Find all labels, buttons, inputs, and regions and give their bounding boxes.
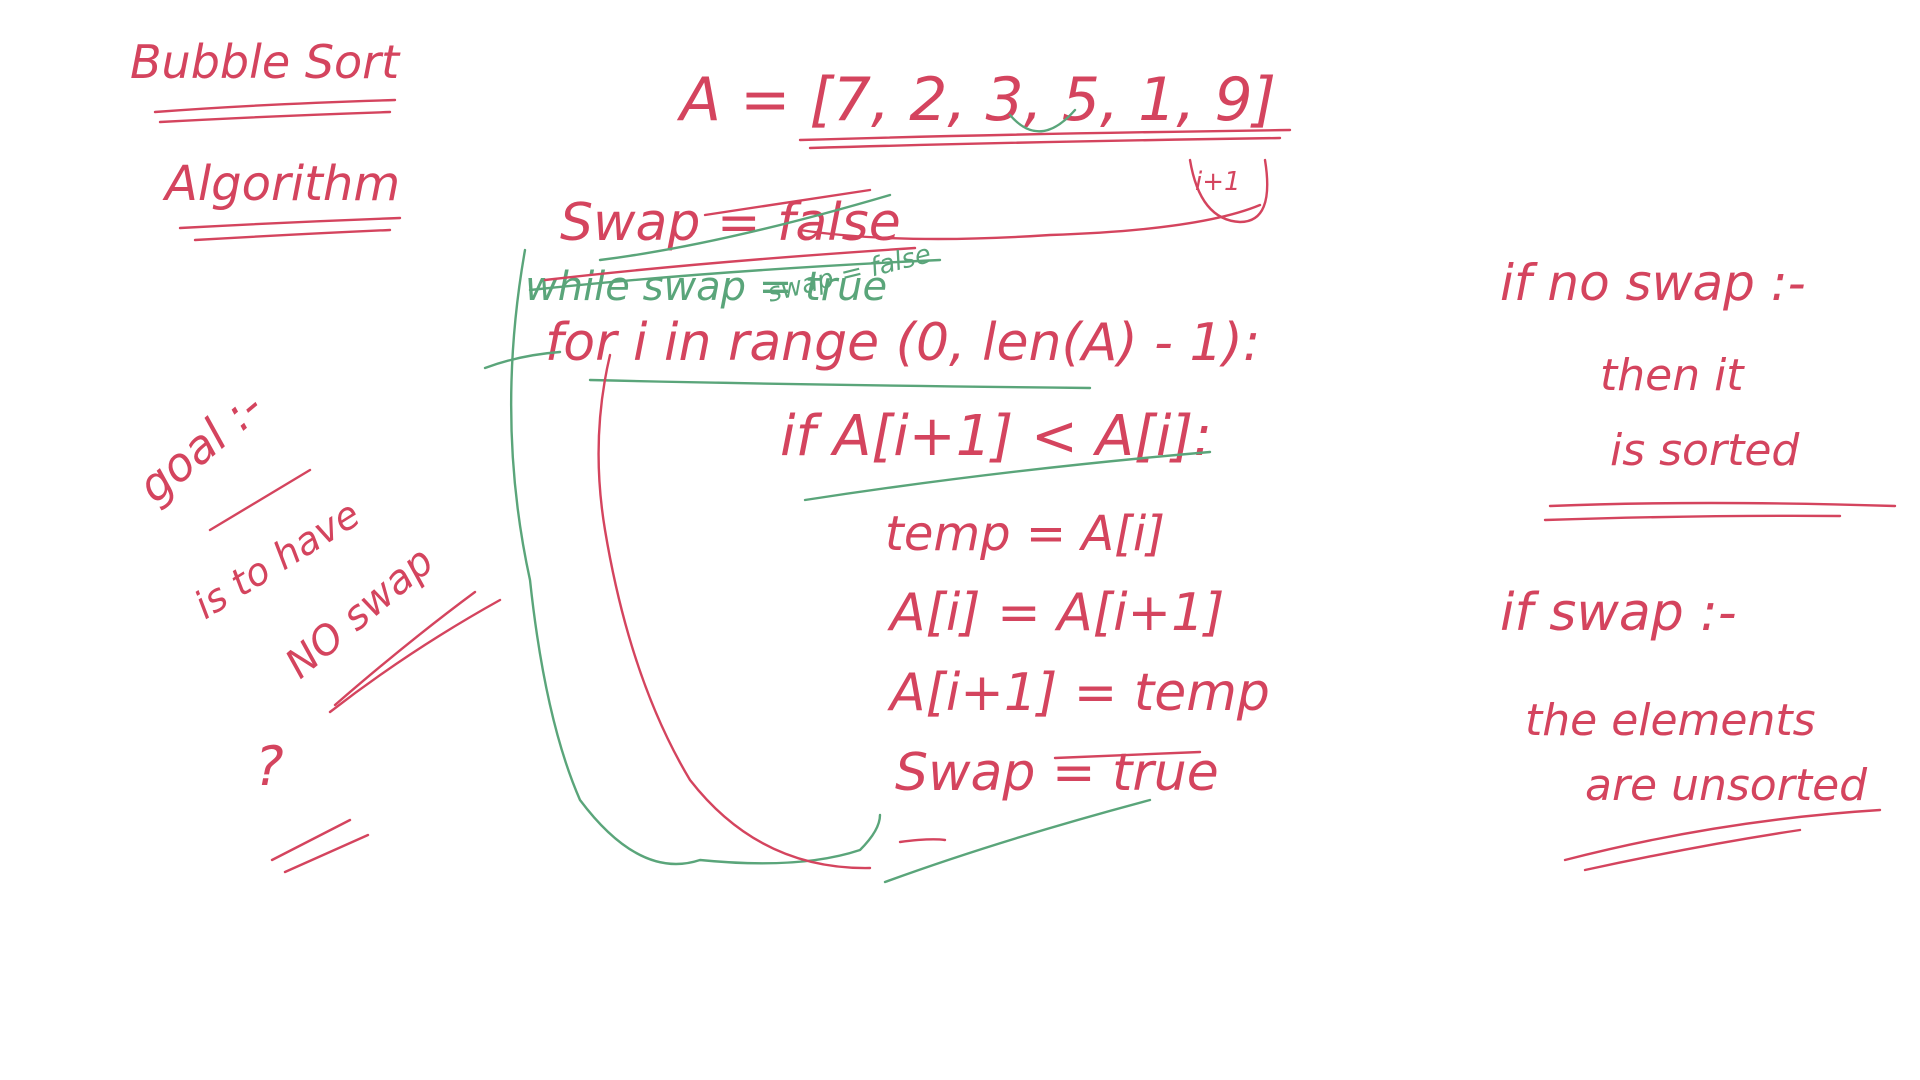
- index-label: i+1: [1195, 167, 1241, 197]
- notes-divider: [1543, 514, 1842, 522]
- swap-line-2: are unsorted: [1585, 760, 1868, 811]
- code-temp-line: temp = A[i]: [885, 506, 1165, 562]
- goal-underline: [328, 598, 502, 714]
- code-for-line: for i in range (0, len(A) - 1):: [545, 313, 1260, 373]
- title-line-2: Algorithm: [162, 156, 400, 212]
- swap-line-1: the elements: [1525, 695, 1816, 746]
- compare-arrow: [1008, 108, 1077, 133]
- title-underline: [193, 228, 392, 242]
- strike-mark: [1053, 750, 1202, 760]
- for-loop-bracket: [597, 353, 872, 870]
- code-swap-init: Swap = false: [560, 193, 901, 253]
- code-if-line: if A[i+1] < A[i]:: [780, 404, 1212, 469]
- goal-underline: [270, 818, 352, 862]
- goal-underline: [333, 590, 477, 707]
- bracket-tick: [483, 350, 562, 370]
- array-underline: [798, 128, 1292, 142]
- title-underline: [158, 110, 392, 124]
- notes-divider: [1548, 501, 1897, 508]
- no-swap-line-2: is sorted: [1610, 425, 1800, 476]
- goal-question: ?: [255, 735, 284, 798]
- title-line-1: Bubble Sort: [130, 35, 401, 89]
- goal-label: goal :-: [127, 379, 273, 514]
- array-underline: [808, 136, 1282, 150]
- title-underline: [153, 98, 397, 114]
- swap-connector: [798, 203, 1262, 241]
- swap-label: if swap :-: [1500, 583, 1737, 643]
- title-underline: [178, 216, 402, 230]
- swap-underline: [883, 798, 1152, 884]
- index-bracket: [1188, 158, 1269, 224]
- swap-underline: [898, 838, 947, 844]
- no-swap-line-1: then it: [1600, 350, 1745, 401]
- strike-mark: [528, 258, 942, 292]
- no-swap-label: if no swap :-: [1500, 254, 1806, 312]
- code-while-line: while swap = true: [525, 264, 887, 310]
- for-underline: [588, 378, 1092, 390]
- goal-underline: [208, 468, 312, 532]
- swap-note-underline: [1583, 828, 1802, 872]
- goal-underline: [283, 833, 370, 874]
- array-definition: A = [7, 2, 3, 5, 1, 9]: [676, 65, 1276, 135]
- code-swap-true: Swap = true: [895, 743, 1219, 803]
- strike-mark: [543, 246, 917, 282]
- strike-mark: [703, 188, 872, 217]
- while-loop-bracket: [509, 248, 882, 866]
- strike-mark: [598, 193, 892, 262]
- code-assign-2: A[i+1] = temp: [887, 663, 1270, 723]
- swap-note-underline: [1563, 808, 1882, 862]
- code-assign-1: A[i] = A[i+1]: [887, 583, 1224, 643]
- if-underline: [803, 450, 1212, 502]
